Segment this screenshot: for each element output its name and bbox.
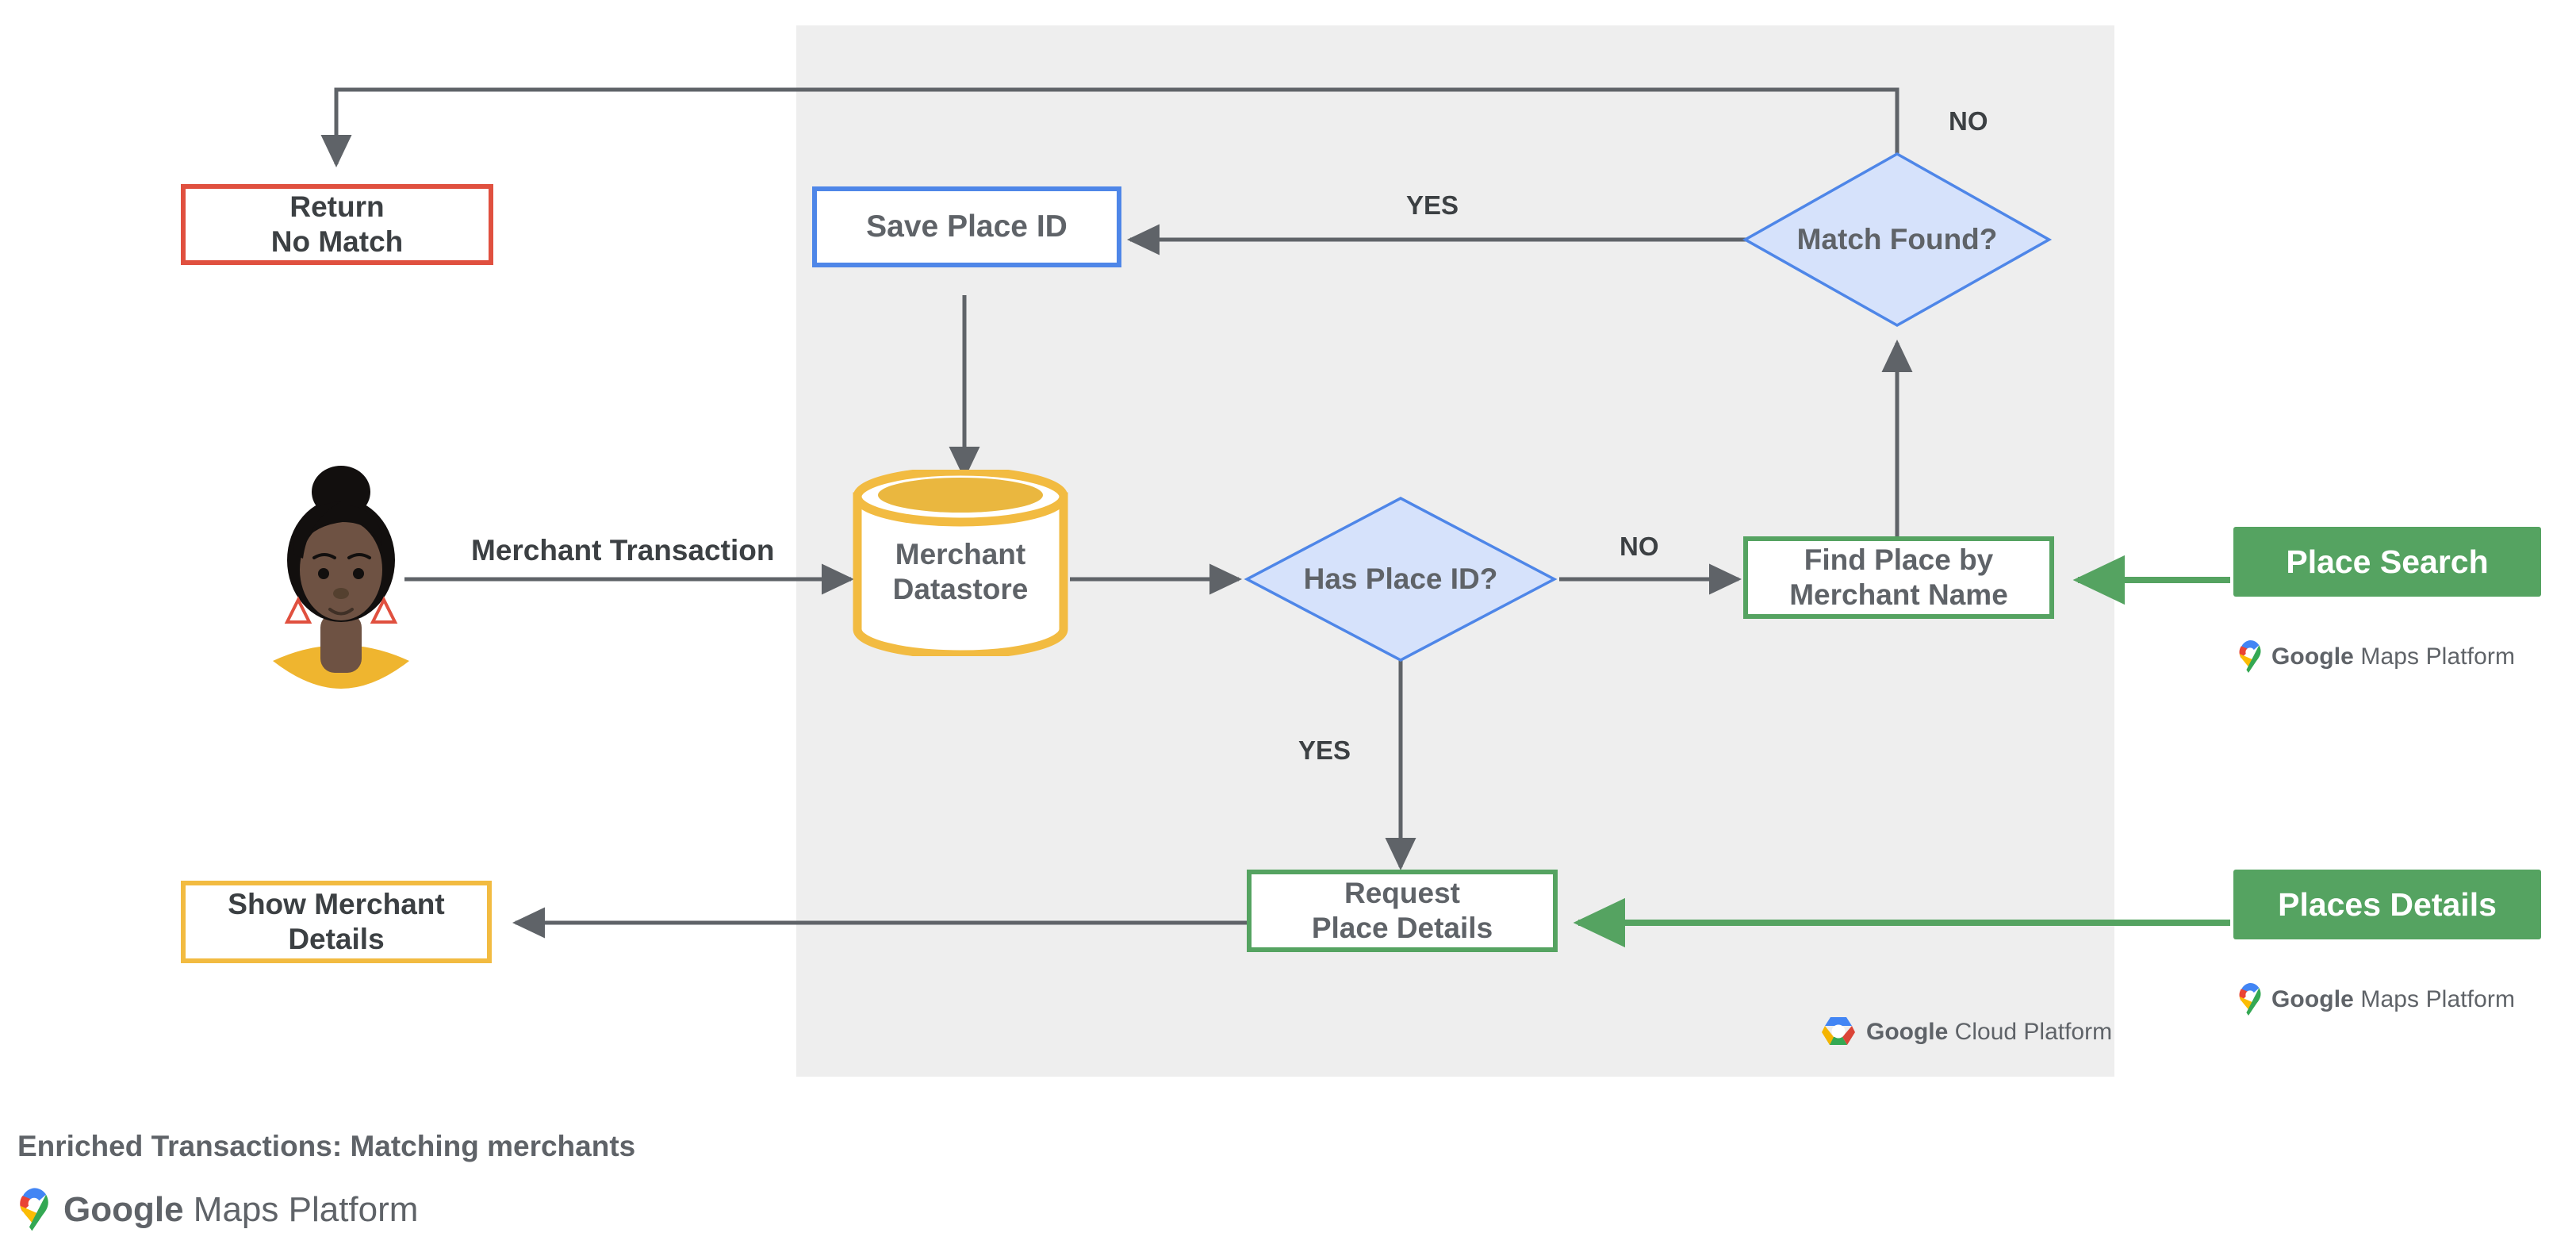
- match-found-line2: Found?: [1889, 223, 1998, 256]
- google-cloud-platform-text: Google Cloud Platform: [1866, 1019, 2112, 1046]
- place-search-gmp-logo: Google Maps Platform: [2237, 639, 2515, 674]
- edge-label-has-place-id-yes: YES: [1298, 735, 1351, 765]
- place-search-label: Place Search: [2286, 543, 2489, 580]
- return-no-match-line2: No Match: [270, 225, 404, 258]
- edge-label-match-found-no: NO: [1949, 106, 1988, 136]
- return-no-match-line1: Return: [289, 190, 385, 224]
- edge-label-merchant-transaction: Merchant Transaction: [471, 534, 775, 566]
- google-maps-pin-icon: [2239, 983, 2261, 1016]
- places-details-label: Places Details: [2278, 885, 2497, 923]
- has-place-id-line2: Place ID?: [1365, 563, 1498, 596]
- google-maps-pin-icon: [20, 1188, 48, 1231]
- gmp-rest-word: Maps Platform: [2353, 643, 2516, 670]
- match-found-line1: Match: [1796, 223, 1882, 256]
- places-details-gmp-logo: Google Maps Platform: [2237, 982, 2515, 1017]
- show-merchant-details-line2: Details: [288, 923, 385, 955]
- edge-label-has-place-id-no: NO: [1620, 532, 1659, 561]
- customer-avatar: [262, 459, 420, 689]
- find-place-line2: Merchant Name: [1789, 578, 2008, 611]
- gmp-rest-word: Maps Platform: [2353, 986, 2516, 1012]
- gcp-google-word: Google: [1866, 1019, 1949, 1045]
- cylinder-icon: [853, 467, 1068, 659]
- edge-label-match-found-yes: YES: [1406, 190, 1459, 220]
- person-illustration-icon: [273, 466, 409, 689]
- place-search-gmp-text: Google Maps Platform: [2271, 643, 2515, 670]
- button-places-details[interactable]: Places Details: [2233, 870, 2541, 939]
- page-title: Enriched Transactions: Matching merchant…: [17, 1130, 636, 1162]
- node-save-place-id[interactable]: Save Place ID: [812, 186, 1121, 267]
- find-place-line1: Find Place by: [1804, 543, 1994, 577]
- node-match-found[interactable]: Match Found?: [1748, 156, 2046, 324]
- footer-google-maps-platform-logo: Google Maps Platform: [16, 1187, 418, 1233]
- merchant-datastore-line1: Merchant: [895, 537, 1026, 570]
- button-place-search[interactable]: Place Search: [2233, 527, 2541, 597]
- places-details-gmp-text: Google Maps Platform: [2271, 986, 2515, 1013]
- gmp-google-word: Google: [2271, 643, 2354, 670]
- gcp-rest-word: Cloud Platform: [1948, 1019, 2113, 1045]
- footer-gmp-text: Google Maps Platform: [63, 1190, 418, 1230]
- node-request-place-details[interactable]: Request Place Details: [1247, 870, 1558, 952]
- save-place-id-label: Save Place ID: [866, 209, 1068, 244]
- node-return-no-match[interactable]: Return No Match: [181, 184, 493, 265]
- gmp-google-word: Google: [63, 1190, 184, 1229]
- google-maps-pin-icon: [2239, 640, 2261, 673]
- show-merchant-details-line1: Show Merchant: [228, 888, 445, 921]
- gmp-google-word: Google: [2271, 986, 2354, 1012]
- request-place-details-line2: Place Details: [1311, 912, 1493, 944]
- node-show-merchant-details[interactable]: Show Merchant Details: [181, 881, 492, 963]
- node-has-place-id[interactable]: Has Place ID?: [1250, 500, 1551, 659]
- node-find-place-by-merchant-name[interactable]: Find Place by Merchant Name: [1743, 536, 2054, 619]
- node-merchant-datastore[interactable]: Merchant Datastore: [851, 467, 1070, 659]
- has-place-id-line1: Has: [1303, 563, 1358, 596]
- gmp-rest-word: Maps Platform: [183, 1190, 419, 1229]
- google-cloud-platform-logo: Google Cloud Platform: [1820, 1016, 2112, 1049]
- merchant-datastore-line2: Datastore: [892, 572, 1029, 605]
- google-cloud-hexagon-icon: [1822, 1017, 1855, 1045]
- request-place-details-line1: Request: [1344, 877, 1460, 910]
